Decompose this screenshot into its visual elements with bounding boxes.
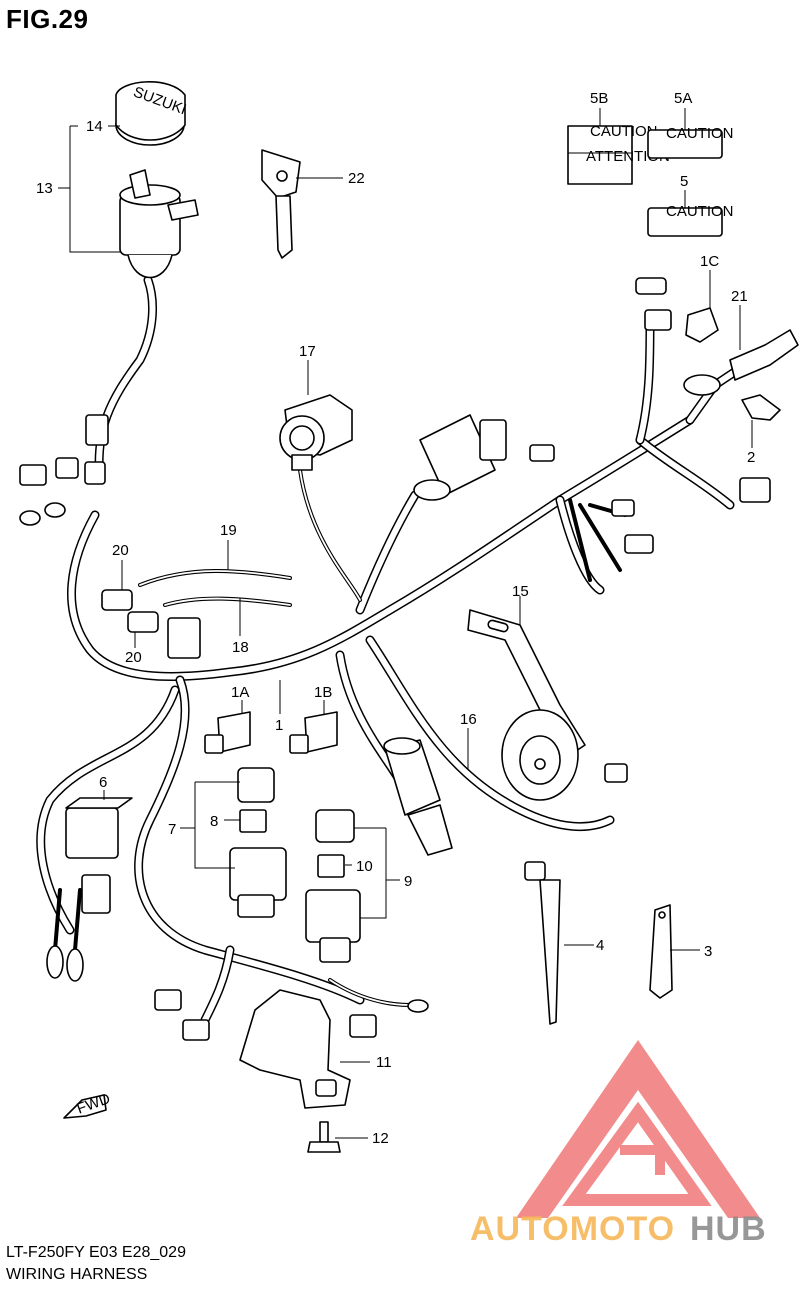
label-2: 2 (747, 449, 755, 466)
label-9: 9 (404, 873, 412, 890)
watermark-text: AUTOMOTO HUB (470, 1210, 767, 1248)
label-11: 11 (376, 1054, 392, 1071)
harness-bracket (239, 989, 351, 1109)
watermark-text-a: AUTOMOTO (470, 1210, 675, 1248)
label-4: 4 (596, 937, 604, 954)
svg-text:CAUTION: CAUTION (666, 203, 734, 220)
watermark-logo (516, 1040, 760, 1218)
forward-arrow: FWD (63, 1090, 113, 1119)
ignition-cap: SUZUKI (115, 81, 189, 146)
bolt (307, 1121, 341, 1153)
label-16: 16 (460, 711, 477, 728)
connectors (19, 277, 799, 1041)
svg-text:CAUTION: CAUTION (590, 123, 658, 140)
label-10: 10 (356, 858, 373, 875)
label-1a: 1A (231, 684, 249, 701)
caution-labels: CAUTION ATTENTION CAUTION CAUTION (567, 123, 734, 237)
sensor-unit (383, 737, 453, 856)
watermark-text-b: HUB (690, 1210, 767, 1248)
label-21: 21 (731, 288, 748, 305)
label-5: 5 (680, 173, 688, 190)
ignition-coil (413, 414, 507, 501)
label-13: 13 (36, 180, 53, 197)
label-14: 14 (86, 118, 103, 135)
label-8: 8 (210, 813, 218, 830)
label-5a: 5A (674, 90, 692, 107)
label-22: 22 (348, 170, 365, 187)
label-1: 1 (275, 717, 283, 734)
horn-bracket (467, 609, 628, 801)
diagram-code: LT-F250FY E03 E28_029 (6, 1244, 186, 1261)
label-15: 15 (512, 583, 529, 600)
label-19: 19 (220, 522, 237, 539)
clamp (649, 904, 673, 999)
ignition-switch (119, 169, 199, 279)
label-20-upper: 20 (112, 542, 129, 559)
leader-lines (58, 108, 753, 1139)
main-harness (36, 275, 750, 1025)
label-12: 12 (372, 1130, 389, 1147)
key (261, 149, 301, 259)
label-20-lower: 20 (125, 649, 142, 666)
label-3: 3 (704, 943, 712, 960)
diagram-caption: WIRING HARNESS (6, 1266, 148, 1283)
label-18: 18 (232, 639, 249, 656)
label-7: 7 (168, 821, 176, 838)
figure-title: FIG.29 (6, 4, 89, 34)
svg-text:CAUTION: CAUTION (666, 125, 734, 142)
part-labels: 14 13 22 5B 5A 5 1C 21 17 2 19 20 20 18 … (36, 90, 755, 1147)
label-17: 17 (299, 343, 316, 360)
label-1c: 1C (700, 253, 719, 270)
small-wires (53, 468, 627, 1007)
label-6: 6 (99, 774, 107, 791)
label-5b: 5B (590, 90, 608, 107)
label-1b: 1B (314, 684, 332, 701)
cable-tie (524, 861, 561, 1025)
handlebar-switch (279, 394, 353, 471)
